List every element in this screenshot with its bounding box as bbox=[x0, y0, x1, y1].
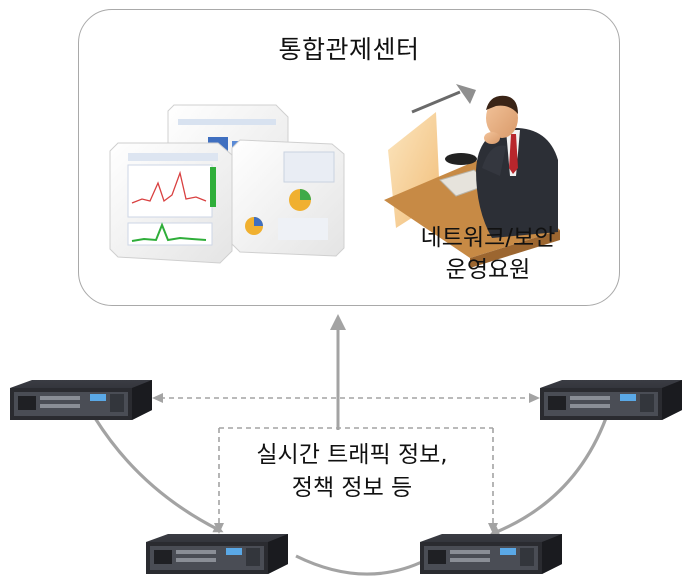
link-bottom-curve bbox=[295, 554, 427, 576]
flow-label-background bbox=[232, 436, 474, 506]
operator-label-line1: 네트워크/보안 bbox=[420, 225, 556, 251]
monitoring-dashboard-documents-icon bbox=[109, 104, 345, 264]
dashed-bracket bbox=[218, 427, 494, 526]
flow-label-line2: 정책 정보 등 bbox=[291, 475, 413, 501]
network-operator-icon bbox=[384, 66, 560, 268]
flow-label-line1: 실시간 트래픽 정보, bbox=[256, 442, 448, 468]
arrowhead-right bbox=[529, 393, 540, 403]
network-appliance-icon-bottom-right bbox=[420, 534, 562, 574]
link-left-curve bbox=[93, 417, 224, 533]
operator-label: 네트워크/보안 운영요원 bbox=[380, 222, 596, 286]
uplink-arrowhead bbox=[330, 314, 346, 330]
network-appliance-icon-bottom-left bbox=[146, 534, 288, 574]
operator-label-line2: 운영요원 bbox=[445, 257, 531, 283]
arrowhead-down-right bbox=[488, 523, 498, 534]
device-ring-links bbox=[93, 417, 608, 576]
control-center-title: 통합관제센터 bbox=[278, 35, 420, 64]
link-right-curve bbox=[489, 417, 608, 536]
arrowhead-left bbox=[152, 393, 163, 403]
flow-label: 실시간 트래픽 정보, 정책 정보 등 bbox=[224, 439, 480, 505]
network-appliance-icon-top-right bbox=[540, 380, 682, 420]
arrowhead-down-left bbox=[214, 523, 224, 534]
network-appliance-icon-top-left bbox=[10, 380, 152, 420]
